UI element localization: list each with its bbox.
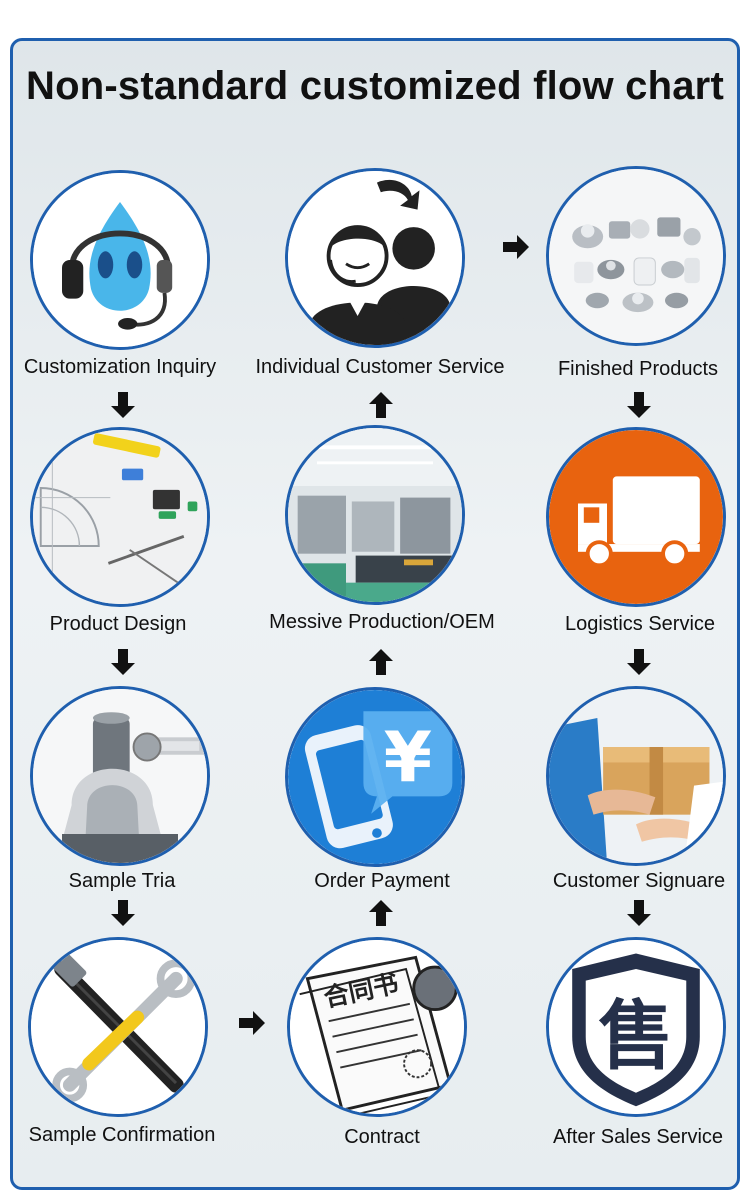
page-title: Non-standard customized flow chart [26,64,724,108]
arrow-down-icon [624,647,654,677]
step-label-inquiry: Customization Inquiry [23,356,217,378]
sample-trial-caliper-icon [30,686,210,866]
arrow-up-icon [366,898,396,928]
step-label-sample-trial: Sample Tria [68,870,176,892]
arrow-up-icon [366,390,396,420]
arrow-up-icon [366,647,396,677]
arrow-down-icon [108,647,138,677]
product-design-icon [30,427,210,607]
arrow-down-icon [108,390,138,420]
step-label-customer-signature: Customer Signuare [552,870,726,892]
customer-service-icon [285,168,465,348]
payment-yen-symbol: ¥ [384,717,432,798]
arrow-down-icon [624,390,654,420]
step-label-individual-service: Individual Customer Service [255,356,505,378]
arrow-right-icon [501,232,531,262]
finished-products-icon [546,166,726,346]
arrow-down-icon [108,898,138,928]
step-label-product-design: Product Design [49,613,187,635]
sample-confirmation-tools-icon [28,937,208,1117]
step-label-contract: Contract [344,1126,420,1148]
inquiry-headset-icon [30,170,210,350]
step-label-logistics: Logistics Service [564,613,716,635]
customer-signature-delivery-icon [546,686,726,866]
step-label-mass-production: Messive Production/OEM [269,611,495,633]
contract-document-icon: 合同书 [287,937,467,1117]
arrow-right-icon [237,1008,267,1038]
order-payment-icon: ¥ [285,687,465,867]
step-label-sample-confirmation: Sample Confirmation [28,1124,216,1146]
arrow-down-icon [624,898,654,928]
after-sales-shield-icon: 售 [546,937,726,1117]
step-label-order-payment: Order Payment [314,870,450,892]
mass-production-icon [285,425,465,605]
logistics-truck-icon [546,427,726,607]
after-sales-glyph: 售 [598,992,673,1080]
step-label-finished-products: Finished Products [557,358,719,380]
step-label-after-sales: After Sales Service [552,1126,724,1148]
